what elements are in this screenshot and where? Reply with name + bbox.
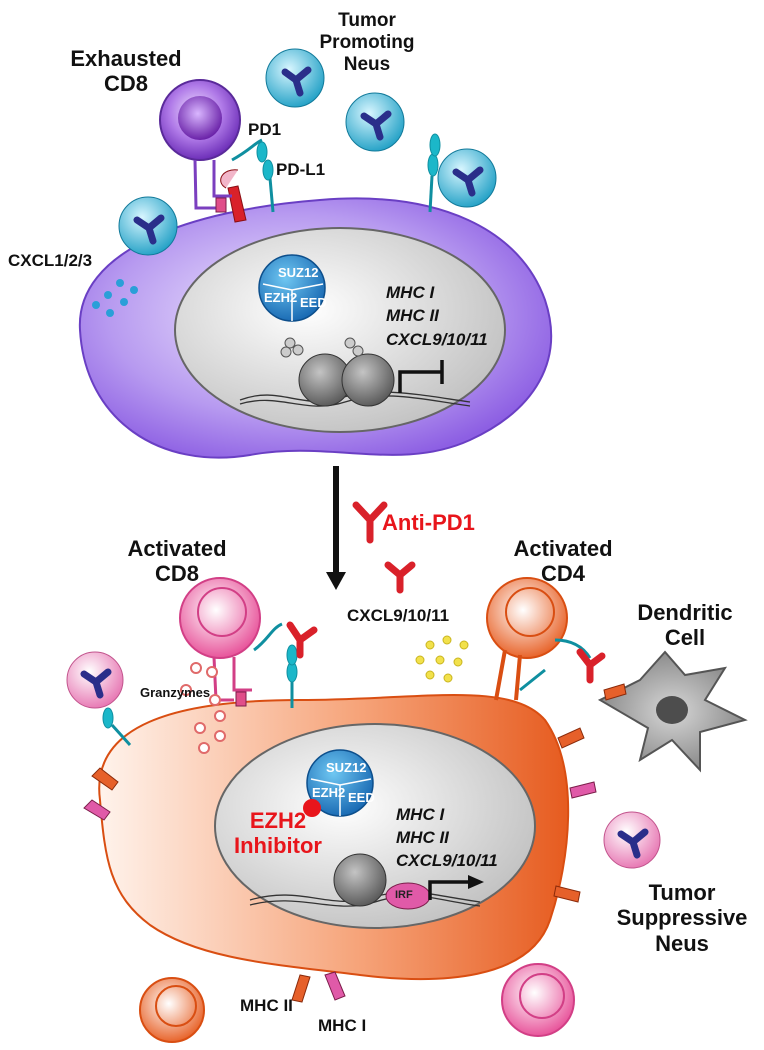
label-exhausted-cd8: Exhausted CD8 [70, 46, 182, 97]
neutrophil-top-2 [345, 92, 405, 152]
label-activated-cd8: Activated CD8 [127, 536, 227, 587]
mhc-left-1 [91, 767, 119, 791]
label-pd-l1: PD-L1 [276, 160, 326, 179]
label-granzymes: Granzymes [140, 685, 211, 700]
exhausted-cd8-cell [159, 79, 263, 213]
dna-strand-top-2 [239, 395, 471, 407]
label-activated-cd4: Activated CD4 [513, 536, 613, 587]
neutrophil-top-4 [118, 196, 178, 256]
label-ezh2-bottom: EZH2 [312, 785, 346, 800]
label-dendritic-cell: Dendritic Cell [637, 600, 733, 651]
mhc-bottom-2 [324, 971, 346, 1001]
label-gene-mhc-ii-bottom: MHC II [396, 828, 449, 847]
cxcl123-dots [92, 279, 138, 317]
label-cxcl9-10-11: CXCL9/10/11 [347, 606, 450, 625]
label-suz12-bottom: SUZ12 [326, 760, 367, 775]
receptor-right-1 [519, 668, 546, 692]
label-gene-cxcl9-top: CXCL9/10/11 [386, 330, 488, 349]
neutrophil-bottom-1 [66, 651, 124, 709]
label-gene-mhc-ii-top: MHC II [386, 306, 439, 325]
label-tumor-suppressive-neus: Tumor Suppressive Neus [616, 880, 748, 956]
dna-strand-bottom-2 [249, 895, 481, 907]
mhc-left-2 [83, 799, 111, 821]
label-anti-pd1: Anti-PD1 [382, 510, 475, 535]
anti-pd1-antibody-2 [384, 561, 416, 594]
label-eed-top: EED [300, 295, 327, 310]
label-eed-bottom: EED [348, 790, 375, 805]
activation-arrowhead [468, 875, 484, 889]
cxcl9-dots [415, 635, 469, 683]
anti-pd1-antibody-1 [352, 501, 388, 544]
nucleus-bottom [214, 723, 536, 929]
label-mhc-ii: MHC II [240, 996, 293, 1015]
nucleus-top [174, 227, 506, 433]
activated-cd4-cell [486, 577, 592, 701]
pdl1-receptor-top [256, 141, 275, 213]
receptor-left-1 [102, 707, 132, 747]
anti-pd1-bound-cd8 [286, 621, 318, 659]
label-gene-mhc-i-top: MHC I [386, 283, 435, 302]
neutrophil-bottom-2 [603, 811, 661, 869]
neutrophil-top-3 [437, 148, 497, 208]
pdl1-receptor-bottom [286, 644, 298, 708]
neutrophil-top-1 [265, 48, 325, 108]
cd8-cell-bottom-right [501, 963, 575, 1037]
granzyme-dots [180, 662, 226, 754]
label-cxcl1-2-3: CXCL1/2/3 [8, 251, 93, 270]
label-ezh2-inhibitor: EZH2 Inhibitor [234, 808, 322, 859]
anti-pd1-bound-cd4 [576, 648, 606, 684]
chromatin-top [280, 337, 395, 407]
mhc-right-2 [569, 781, 597, 799]
mhc-bottom-1 [291, 974, 311, 1003]
dendritic-nucleus [656, 696, 688, 724]
ezh2-inhibitor-dot [303, 799, 321, 817]
mhc-right-1 [557, 727, 585, 749]
label-ezh2-top: EZH2 [264, 290, 298, 305]
activated-cd8-cell [179, 577, 283, 707]
label-irf: IRF [395, 889, 413, 901]
chromatin-bottom [333, 853, 387, 907]
label-suz12-top: SUZ12 [278, 265, 319, 280]
mhc-dendritic [603, 683, 627, 701]
mhc-right-3 [553, 885, 581, 903]
repression-arrow [398, 370, 442, 393]
pdl1-receptor-top-right [427, 133, 441, 213]
label-gene-cxcl9-bottom: CXCL9/10/11 [396, 851, 498, 870]
label-tumor-promoting-neus: Tumor Promoting Neus [319, 10, 415, 75]
transition-arrowhead [326, 572, 346, 590]
label-gene-mhc-i-bottom: MHC I [396, 805, 445, 824]
prc2-complex-top [258, 254, 326, 322]
prc2-complex-bottom [306, 749, 374, 817]
cd4-cell-bottom-left [139, 977, 205, 1043]
activation-arrow [428, 880, 470, 900]
mhc-top [220, 169, 247, 223]
label-pd1: PD1 [248, 120, 282, 139]
label-mhc-i: MHC I [318, 1016, 367, 1035]
